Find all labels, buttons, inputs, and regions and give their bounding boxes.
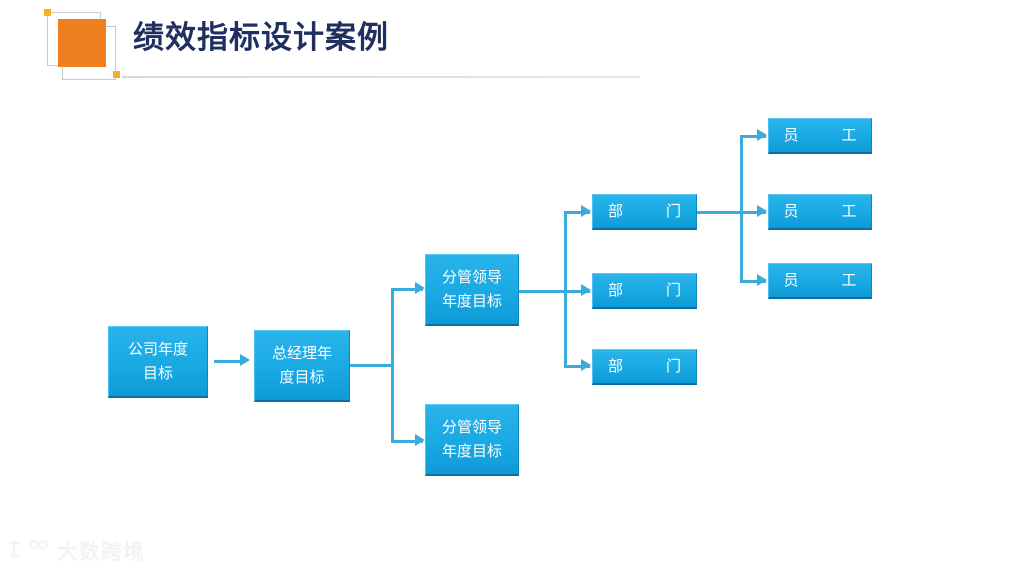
connector-dept-stub-line xyxy=(697,211,743,214)
connector-leader-to-dept1-arrowhead xyxy=(581,205,591,217)
connector-gm-trunk-line xyxy=(391,288,394,443)
connector-leader-to-dept2-arrowhead xyxy=(581,284,591,296)
node-line: 员 工 xyxy=(783,202,871,220)
node-line: 员 工 xyxy=(783,271,871,289)
connector-dept-to-emp3-arrowhead xyxy=(757,274,767,286)
node-employee-1[interactable]: 员 工 xyxy=(768,118,872,154)
connector-gm-to-leader-top-arrowhead xyxy=(415,282,425,294)
node-line: 部 门 xyxy=(607,357,695,375)
node-division-leader-annual-goal-2[interactable]: 分管领导 年度目标 xyxy=(425,404,519,476)
node-department-2[interactable]: 部 门 xyxy=(592,273,697,309)
node-line: 分管领导 xyxy=(441,269,502,287)
connector-leader-to-dept3-arrowhead xyxy=(581,359,591,371)
connector-gm-stub-line xyxy=(350,364,394,367)
node-company-annual-goal[interactable]: 公司年度 目标 xyxy=(108,326,208,398)
watermark-text: 大数跨境 xyxy=(57,541,145,564)
page-title: 绩效指标设计案例 xyxy=(133,20,389,55)
node-employee-3[interactable]: 员 工 xyxy=(768,263,872,299)
connector-gm-to-leader-bottom-arrowhead xyxy=(415,434,425,446)
connector-gm-to-leader-bottom-line xyxy=(391,440,423,443)
node-division-leader-annual-goal-1[interactable]: 分管领导 年度目标 xyxy=(425,254,519,326)
node-line: 目标 xyxy=(142,364,173,382)
node-line: 年度目标 xyxy=(441,442,502,460)
watermark: 大数跨境 xyxy=(6,536,145,566)
node-department-1[interactable]: 部 门 xyxy=(592,194,697,230)
node-line: 分管领导 xyxy=(441,419,502,437)
node-line: 部 门 xyxy=(607,281,695,299)
connector-leader-trunk-line xyxy=(564,211,567,367)
decoration-corner-dot-top-left xyxy=(44,9,51,16)
connector-leader-stub-line xyxy=(519,290,567,293)
connector-dept-trunk-line xyxy=(740,135,743,283)
node-line: 年度目标 xyxy=(441,292,502,310)
node-line: 度目标 xyxy=(279,368,325,386)
title-underline-rule xyxy=(122,76,640,78)
connector-gm-to-leader-top-line xyxy=(391,288,423,291)
node-line: 总经理年 xyxy=(271,345,332,363)
connector-dept-to-emp1-arrowhead xyxy=(757,129,767,141)
node-general-manager-annual-goal[interactable]: 总经理年 度目标 xyxy=(254,330,350,402)
brand-mark-icon xyxy=(6,538,50,565)
decoration-corner-dot-bottom-right xyxy=(113,71,120,78)
node-department-3[interactable]: 部 门 xyxy=(592,349,697,385)
connector-dept-to-emp2-arrowhead xyxy=(757,205,767,217)
connector-dept-to-emp2-line xyxy=(740,211,766,214)
connector-company-to-gm-arrowhead xyxy=(240,354,250,366)
node-line: 员 工 xyxy=(783,126,871,144)
connector-leader-to-dept1-line xyxy=(564,211,590,214)
node-line: 公司年度 xyxy=(127,341,188,359)
connector-company-to-gm-line xyxy=(214,360,246,363)
decoration-orange-square xyxy=(58,19,106,67)
connector-leader-to-dept3-line xyxy=(564,365,590,368)
connector-leader-to-dept2-line xyxy=(564,290,590,293)
node-line: 部 门 xyxy=(607,202,695,220)
node-employee-2[interactable]: 员 工 xyxy=(768,194,872,230)
connector-dept-to-emp3-line xyxy=(740,280,766,283)
connector-dept-to-emp1-line xyxy=(740,135,766,138)
